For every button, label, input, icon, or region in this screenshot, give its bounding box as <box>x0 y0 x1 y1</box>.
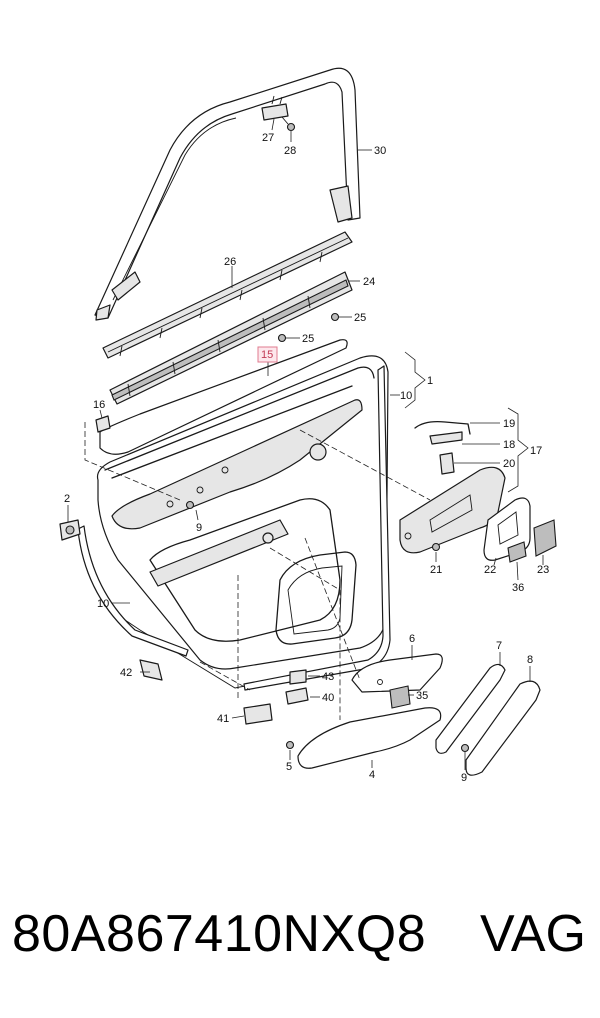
part-35-switch <box>389 685 411 709</box>
callout-4: 4 <box>369 769 375 781</box>
callout-16: 16 <box>93 399 105 411</box>
callout-18: 18 <box>503 439 515 451</box>
callout-19: 19 <box>503 418 515 430</box>
callout-5: 5 <box>286 761 292 773</box>
part-21-screw <box>431 542 441 552</box>
part-number: 80A867410NXQ8 <box>12 905 427 963</box>
callout-22: 22 <box>484 564 496 576</box>
part-1-door-trim-panel <box>96 355 389 689</box>
brand-label: VAG <box>480 905 586 963</box>
part-2-clip <box>59 519 81 541</box>
bracket-1 <box>404 351 426 409</box>
callout-23: 23 <box>537 564 549 576</box>
bracket-17 <box>507 407 529 493</box>
part-6-bracket <box>351 653 443 693</box>
callout-9-upper: 9 <box>196 522 202 534</box>
part-9-screw-upper <box>185 500 195 510</box>
callout-25-lower: 25 <box>302 333 314 345</box>
part-24-inner-window-strip <box>109 271 353 405</box>
part-10-edge-strip-front <box>77 525 189 657</box>
callout-9-lower: 9 <box>461 772 467 784</box>
exploded-parts-diagram: 30 27 28 26 24 25 25 15 16 1 10 2 9 10 1… <box>59 67 557 784</box>
part-23-grille <box>533 519 557 557</box>
callout-7: 7 <box>496 640 502 652</box>
part-42-clip <box>139 659 163 681</box>
callout-28: 28 <box>284 145 296 157</box>
callout-25-upper: 25 <box>354 312 366 324</box>
callout-41: 41 <box>217 713 229 725</box>
part-36-switch <box>507 541 527 563</box>
callout-40: 40 <box>322 692 334 704</box>
part-16-clip <box>95 415 111 433</box>
part-27-clip <box>261 95 289 121</box>
callout-30: 30 <box>374 145 386 157</box>
part-15-cover-strip <box>99 339 348 455</box>
callout-2: 2 <box>64 493 70 505</box>
part-40-connector <box>285 687 309 705</box>
callout-17: 17 <box>530 445 542 457</box>
part-25-screws <box>277 312 340 343</box>
callout-35: 35 <box>416 690 428 702</box>
footer: 80A867410NXQ8 VAG <box>0 900 600 980</box>
assembly-lines <box>84 422 431 720</box>
part-8-handle-cover <box>465 680 541 776</box>
callout-15-box <box>257 346 278 363</box>
leader-lines <box>67 118 544 770</box>
callout-15-highlighted[interactable]: 15 <box>257 346 278 363</box>
part-18-bracket <box>429 431 463 445</box>
callout-21: 21 <box>430 564 442 576</box>
part-43-clip <box>289 669 307 685</box>
callout-1: 1 <box>427 375 433 387</box>
part-7-handle-trim <box>435 663 506 754</box>
part-10-edge-strip-rear <box>243 365 391 691</box>
part-4-armrest <box>297 707 442 769</box>
part-5-screw <box>285 740 295 750</box>
callout-10-front: 10 <box>97 598 109 610</box>
part-26-outer-window-strip <box>102 231 353 359</box>
callout-27: 27 <box>262 132 274 144</box>
part-9-screw-lower <box>460 743 470 753</box>
callout-15: 15 <box>261 349 273 361</box>
callout-26: 26 <box>224 256 236 268</box>
callout-43: 43 <box>322 671 334 683</box>
part-19-cable <box>414 420 471 435</box>
part-41-connector <box>243 703 273 725</box>
callout-24: 24 <box>363 276 375 288</box>
part-20-spring <box>439 452 455 475</box>
part-30-window-frame <box>94 67 361 321</box>
callout-10-rear: 10 <box>400 390 412 402</box>
callout-36: 36 <box>512 582 524 594</box>
callout-20: 20 <box>503 458 515 470</box>
callout-8: 8 <box>527 654 533 666</box>
callout-6: 6 <box>409 633 415 645</box>
part-28-screw <box>281 116 296 132</box>
callout-42: 42 <box>120 667 132 679</box>
